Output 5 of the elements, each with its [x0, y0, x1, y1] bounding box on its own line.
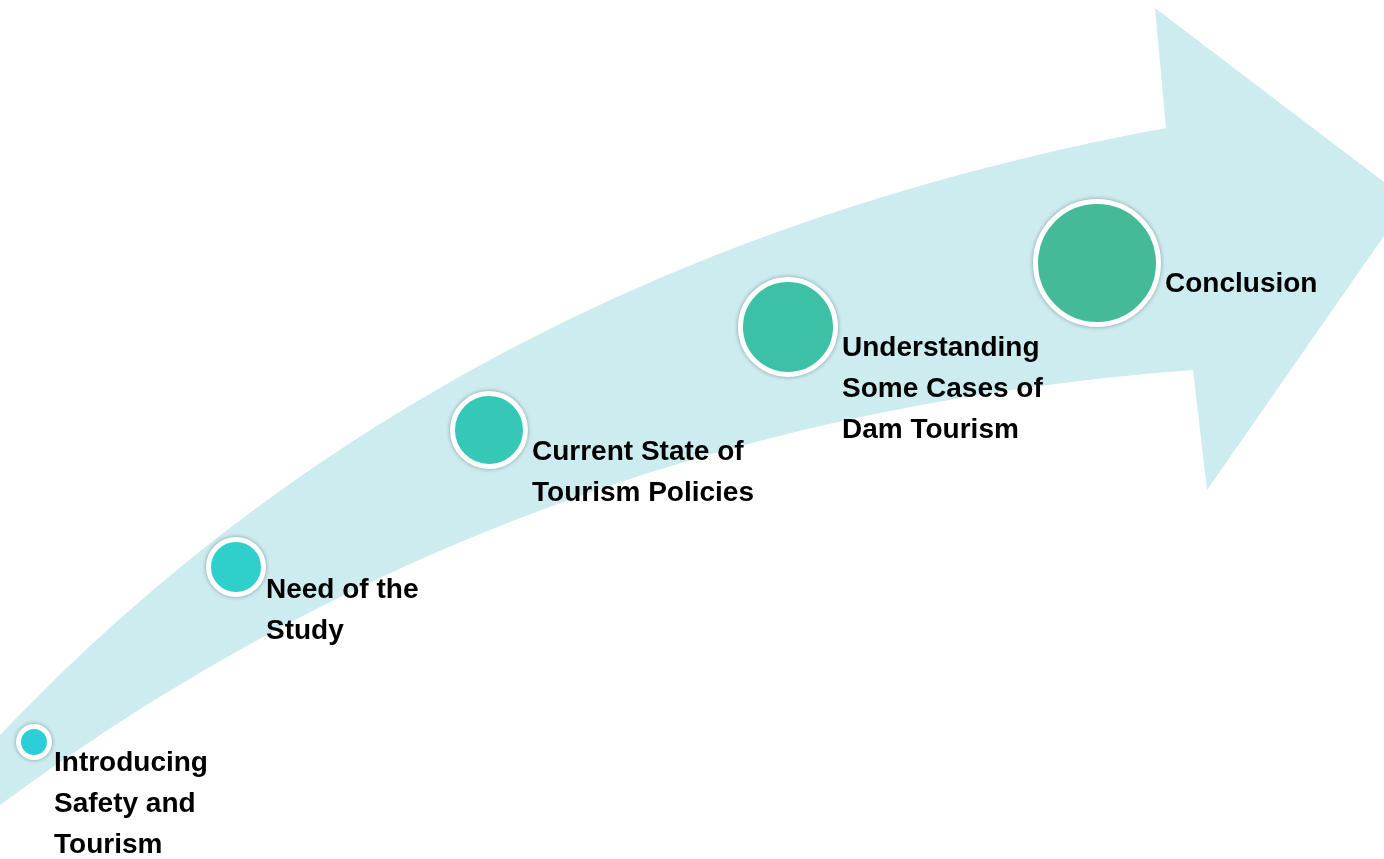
- milestone-label: Need of the Study: [266, 572, 420, 647]
- milestone-label: Introducing Safety and Tourism: [54, 745, 209, 859]
- milestone-label: Current State of Tourism Policies: [532, 434, 755, 509]
- milestone-label: Conclusion: [1165, 266, 1319, 300]
- milestone-label: Understanding Some Cases of Dam Tourism: [842, 330, 1044, 446]
